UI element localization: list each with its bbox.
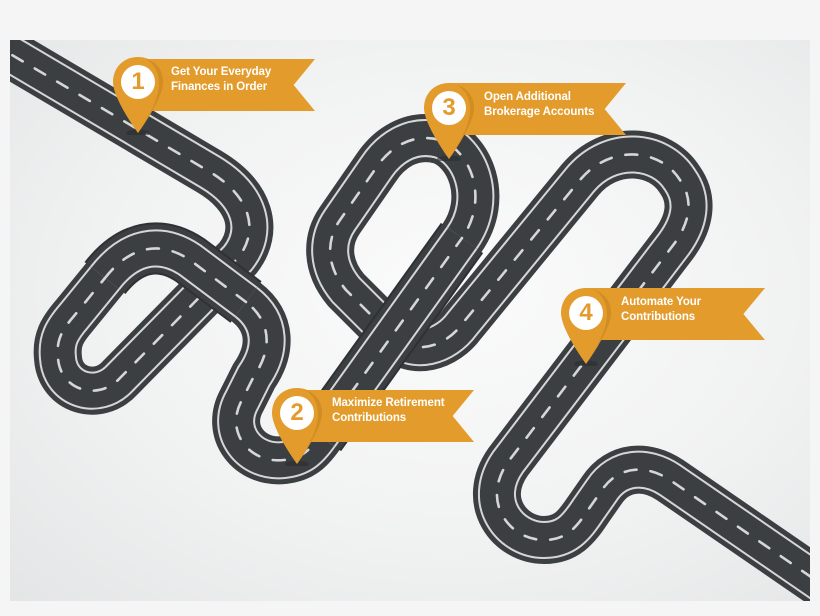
road-overpass-1: [84, 222, 262, 323]
milestone-4-banner: [585, 288, 765, 340]
milestone-3-banner: [448, 83, 626, 135]
roadmap-panel: 1 Get Your Everyday Finances in Order 2 …: [10, 40, 810, 601]
milestone-2-label: Maximize Retirement Contributions: [332, 397, 445, 424]
milestone-2-number: 2: [280, 396, 314, 430]
milestone-4-number: 4: [569, 296, 603, 330]
milestone-2-banner: [296, 390, 474, 442]
milestone-4-label: Automate Your Contributions: [621, 296, 702, 323]
milestone-1-banner: [137, 59, 315, 111]
milestone-3-number: 3: [432, 91, 466, 125]
milestone-3-label: Open Additional Brokerage Accounts: [484, 91, 595, 118]
milestone-1-number: 1: [121, 65, 155, 99]
milestone-1-label: Get Your Everyday Finances in Order: [171, 66, 272, 93]
